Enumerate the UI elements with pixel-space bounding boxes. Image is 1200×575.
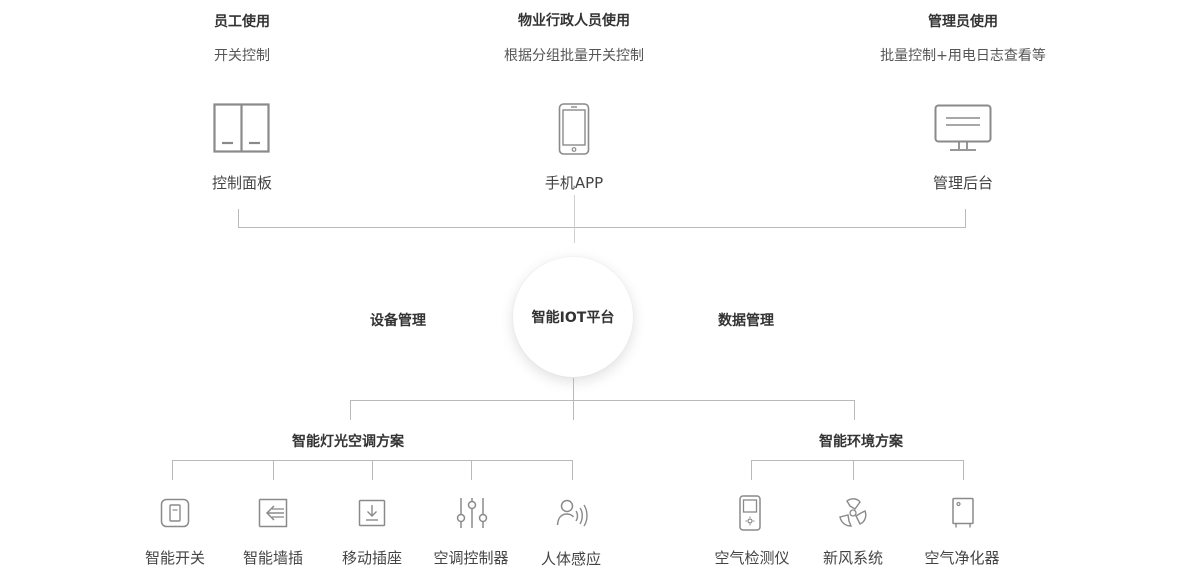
role-employee-desc: 开关控制	[214, 48, 270, 64]
wall-socket-icon	[258, 498, 288, 528]
air-detector-icon	[739, 495, 761, 531]
data-management-label: 数据管理	[718, 313, 774, 329]
connector-line	[963, 460, 964, 480]
connector-line	[350, 400, 855, 401]
device-management-label: 设备管理	[370, 313, 426, 329]
role-administrator-desc: 批量控制+用电日志查看等	[880, 48, 1046, 64]
iot-platform-name: 智能IOT平台	[531, 310, 615, 326]
connector-line	[574, 195, 575, 243]
iot-platform-hub: 智能IOT平台	[513, 257, 633, 377]
device-label-air-purifier: 空气净化器	[924, 549, 1000, 567]
ac-controller-icon	[456, 496, 488, 530]
connector-line	[238, 209, 239, 227]
solution-environment: 智能环境方案	[819, 434, 903, 450]
connector-line	[273, 460, 274, 480]
mobile-socket-icon	[358, 499, 386, 527]
device-label-wall-socket: 智能墙插	[242, 549, 304, 567]
device-label-motion-sensor: 人体感应	[540, 550, 602, 568]
channel-control-panel: 控制面板	[211, 174, 273, 192]
device-label-smart-switch: 智能开关	[144, 549, 206, 567]
connector-line	[471, 460, 472, 480]
connector-line	[965, 209, 966, 227]
device-label-ac-controller: 空调控制器	[433, 549, 509, 567]
device-label-mobile-socket: 移动插座	[341, 549, 403, 567]
fresh-air-icon	[837, 497, 869, 529]
device-label-fresh-air: 新风系统	[822, 549, 884, 567]
control-panel-icon	[213, 103, 271, 155]
connector-line	[853, 460, 854, 480]
connector-line	[572, 460, 573, 480]
connector-line	[751, 460, 964, 461]
role-property-admin: 物业行政人员使用	[518, 13, 630, 29]
connector-line	[172, 460, 173, 480]
motion-sensor-icon	[556, 498, 588, 528]
air-purifier-icon	[951, 497, 975, 529]
connector-line	[854, 400, 855, 420]
connector-line	[573, 378, 574, 420]
channel-admin-console: 管理后台	[932, 174, 994, 192]
role-property-admin-desc: 根据分组批量开关控制	[504, 48, 644, 64]
mobile-phone-icon	[558, 103, 590, 155]
connector-line	[350, 400, 351, 420]
role-administrator: 管理员使用	[928, 14, 998, 30]
channel-mobile-app: 手机APP	[544, 174, 604, 192]
connector-line	[238, 227, 966, 228]
monitor-icon	[934, 104, 992, 152]
smart-switch-icon	[160, 498, 190, 528]
role-employee: 员工使用	[214, 14, 270, 30]
device-label-air-detector: 空气检测仪	[714, 549, 790, 567]
solution-lighting-ac: 智能灯光空调方案	[292, 434, 404, 450]
connector-line	[372, 460, 373, 480]
connector-line	[751, 460, 752, 480]
